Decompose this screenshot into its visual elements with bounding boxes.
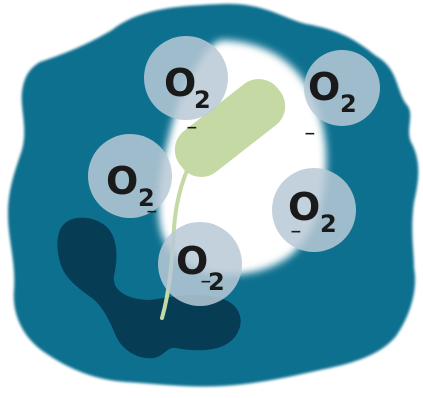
superoxide-charge: − <box>146 204 158 220</box>
superoxide-symbol: O <box>106 159 138 203</box>
superoxide-charge: − <box>186 120 198 136</box>
superoxide-charge: − <box>290 224 302 240</box>
superoxide-symbol: O <box>308 65 340 109</box>
superoxide-subscript: 2 <box>340 90 357 118</box>
superoxide-symbol: O <box>288 185 320 229</box>
superoxide-charge: − <box>304 126 316 142</box>
superoxide-subscript: 2 <box>194 86 211 114</box>
superoxide-symbol: O <box>164 61 196 105</box>
superoxide-charge: − <box>200 274 212 290</box>
superoxide-subscript: 2 <box>320 210 337 238</box>
